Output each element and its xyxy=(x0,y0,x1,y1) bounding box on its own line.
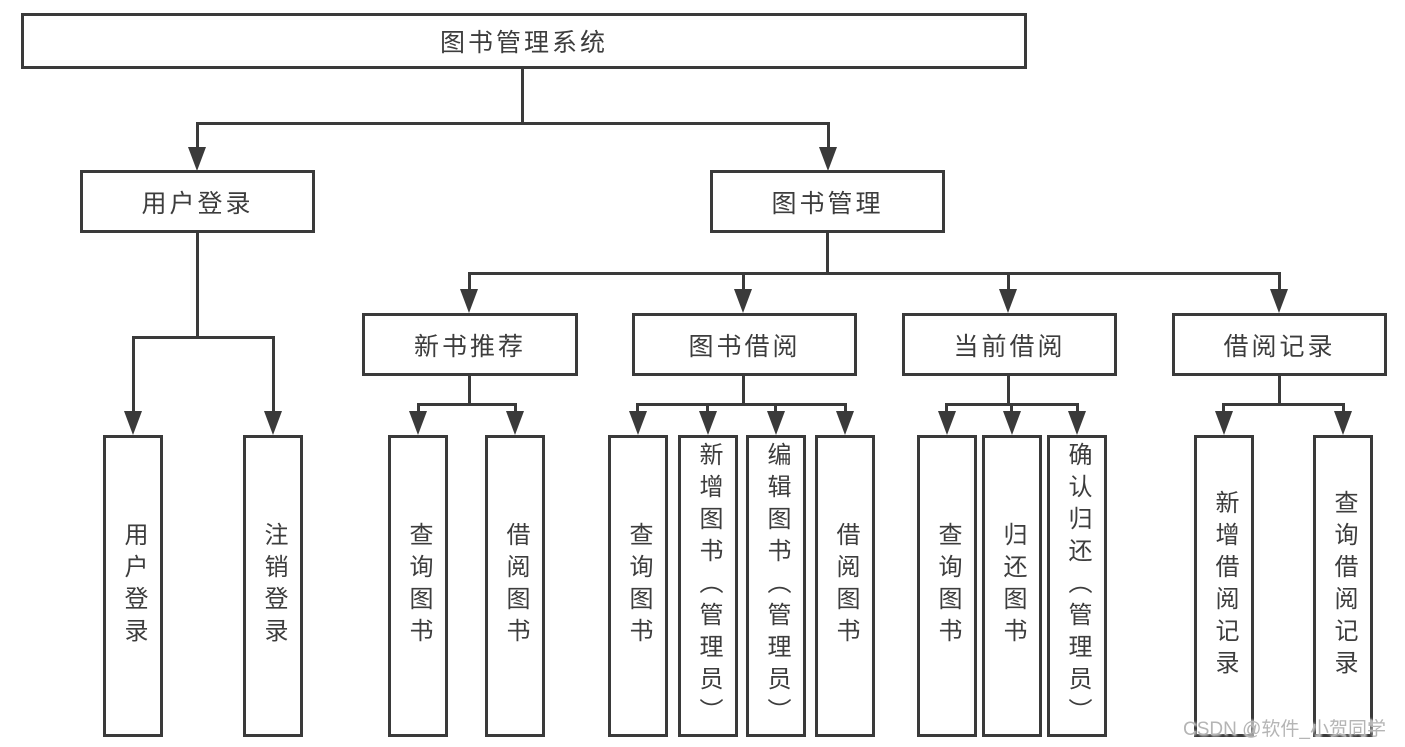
connector-line xyxy=(826,233,829,274)
connector-line xyxy=(132,336,135,414)
arrow-down-icon xyxy=(836,411,854,435)
node-label: 新增借阅记录 xyxy=(1211,490,1238,682)
node-return-book: 归还图书 xyxy=(982,435,1042,737)
arrow-down-icon xyxy=(409,411,427,435)
node-label: 新增图书（管理员） xyxy=(695,442,722,730)
connector-line xyxy=(1010,403,1013,415)
node-query-book: 查询图书 xyxy=(608,435,668,737)
node-label: 编辑图书（管理员） xyxy=(763,442,790,730)
node-label: 确认归还（管理员） xyxy=(1064,442,1091,730)
node-label: 用户登录 xyxy=(141,189,254,218)
node-label: 查询借阅记录 xyxy=(1330,490,1357,682)
arrow-down-icon xyxy=(1334,411,1352,435)
connector-line xyxy=(742,272,745,291)
node-label: 查询图书 xyxy=(625,522,652,650)
connector-line xyxy=(468,376,471,405)
node-query-book: 查询图书 xyxy=(917,435,977,737)
connector-line xyxy=(636,403,639,415)
connector-line xyxy=(417,403,517,406)
connector-line xyxy=(706,403,709,415)
node-label: 借阅记录 xyxy=(1223,332,1336,361)
node-add-borrow-record: 新增借阅记录 xyxy=(1194,435,1254,737)
node-query-book: 查询图书 xyxy=(388,435,448,737)
node-label: 当前借阅 xyxy=(953,332,1066,361)
connector-line xyxy=(1222,403,1345,406)
connector-line xyxy=(945,403,948,415)
node-confirm-return-admin: 确认归还（管理员） xyxy=(1047,435,1107,737)
connector-line xyxy=(468,272,1281,275)
connector-line xyxy=(636,403,847,406)
connector-line xyxy=(272,336,275,414)
connector-line xyxy=(827,122,830,150)
connector-line xyxy=(514,403,517,415)
node-label: 注销登录 xyxy=(260,522,287,650)
connector-line xyxy=(1278,272,1281,291)
node-add-book-admin: 新增图书（管理员） xyxy=(678,435,738,737)
node-book-borrowing: 图书借阅 xyxy=(632,313,857,376)
connector-line xyxy=(196,122,199,150)
connector-line xyxy=(1222,403,1225,415)
arrow-down-icon xyxy=(188,147,206,171)
node-label: 图书管理 xyxy=(771,189,884,218)
connector-line xyxy=(196,233,199,338)
connector-line xyxy=(468,272,471,291)
connector-line xyxy=(417,403,420,415)
connector-line xyxy=(196,122,830,125)
connector-line xyxy=(844,403,847,415)
node-library-management-system: 图书管理系统 xyxy=(21,13,1027,69)
arrow-down-icon xyxy=(734,289,752,313)
node-borrow-book: 借阅图书 xyxy=(485,435,545,737)
arrow-down-icon xyxy=(1003,411,1021,435)
node-logout: 注销登录 xyxy=(243,435,303,737)
arrow-down-icon xyxy=(938,411,956,435)
arrow-down-icon xyxy=(699,411,717,435)
arrow-down-icon xyxy=(1270,289,1288,313)
node-label: 查询图书 xyxy=(934,522,961,650)
arrow-down-icon xyxy=(506,411,524,435)
connector-line xyxy=(132,336,275,339)
connector-line xyxy=(1342,403,1345,415)
arrow-down-icon xyxy=(1215,411,1233,435)
node-label: 用户登录 xyxy=(120,522,147,650)
node-borrow-book: 借阅图书 xyxy=(815,435,875,737)
arrow-down-icon xyxy=(629,411,647,435)
arrow-down-icon xyxy=(264,411,282,435)
arrow-down-icon xyxy=(767,411,785,435)
node-label: 查询图书 xyxy=(405,522,432,650)
node-label: 新书推荐 xyxy=(413,332,526,361)
node-edit-book-admin: 编辑图书（管理员） xyxy=(746,435,806,737)
connector-line xyxy=(742,376,745,405)
arrow-down-icon xyxy=(819,147,837,171)
node-query-borrow-record: 查询借阅记录 xyxy=(1313,435,1373,737)
node-label: 图书借阅 xyxy=(688,332,801,361)
node-label: 归还图书 xyxy=(999,522,1026,650)
connector-line xyxy=(1007,376,1010,405)
arrow-down-icon xyxy=(124,411,142,435)
node-label: 图书管理系统 xyxy=(439,29,608,57)
node-new-book-recommendation: 新书推荐 xyxy=(362,313,578,376)
connector-line xyxy=(1278,376,1281,405)
node-user-login-branch: 用户登录 xyxy=(80,170,315,233)
node-current-borrowing: 当前借阅 xyxy=(902,313,1117,376)
connector-line xyxy=(774,403,777,415)
arrow-down-icon xyxy=(460,289,478,313)
node-label: 借阅图书 xyxy=(832,522,859,650)
arrow-down-icon xyxy=(1068,411,1086,435)
arrow-down-icon xyxy=(999,289,1017,313)
node-borrowing-records: 借阅记录 xyxy=(1172,313,1387,376)
node-label: 借阅图书 xyxy=(502,522,529,650)
connector-line xyxy=(1007,272,1010,291)
connector-line xyxy=(521,68,524,124)
csdn-watermark: CSDN @软件_小贺同学 xyxy=(1183,719,1386,740)
node-book-management-branch: 图书管理 xyxy=(710,170,945,233)
node-user-login: 用户登录 xyxy=(103,435,163,737)
connector-line xyxy=(1076,403,1079,415)
